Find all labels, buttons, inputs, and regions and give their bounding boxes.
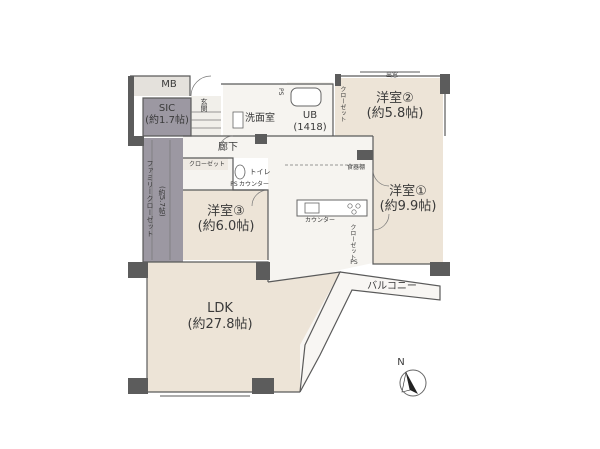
- mb-label: MB: [161, 79, 177, 90]
- closet-right-label: クローゼット: [348, 224, 356, 260]
- yoshitsu3-fill: [183, 190, 268, 260]
- ldk-name: LDK: [207, 301, 233, 316]
- compass-north-label: N: [397, 357, 405, 368]
- yoshitsu1-area: (約9.9帖): [379, 199, 437, 214]
- family-closet-fill: [143, 138, 183, 278]
- balcony-label: バルコニー: [367, 281, 417, 292]
- counter-small-label: カウンター: [238, 181, 269, 188]
- washbasin: [232, 111, 244, 129]
- closet-upper-label: クローゼット: [338, 86, 346, 122]
- compass: [399, 369, 427, 397]
- yoshitsu1-fill: [373, 136, 443, 264]
- closet-mid-fill: [183, 158, 228, 170]
- kitchen-counter: [296, 199, 368, 217]
- ub-name: UB: [302, 110, 318, 121]
- yoshitsu2-fill: [335, 78, 443, 136]
- mado-label: 出窓: [385, 72, 398, 79]
- family-closet-area: (約5.7帖): [158, 186, 167, 217]
- family-closet-name: ファミリークローゼット: [146, 160, 155, 237]
- genkan-label: 玄関: [200, 98, 209, 112]
- window-marks: [160, 71, 420, 397]
- columns: [128, 74, 450, 394]
- ldk-area: (約27.8帖): [187, 317, 253, 332]
- roka-label: 廊下: [218, 142, 238, 153]
- toilet-label: トイレ: [249, 168, 271, 176]
- balcony-fill: [300, 272, 440, 392]
- ldk-fill: [147, 262, 340, 392]
- shokki-label: 食器棚: [346, 164, 365, 171]
- mb-fill: [130, 76, 190, 96]
- roka-fill: [183, 136, 373, 158]
- yoshitsu3-area: (約6.0帖): [197, 219, 255, 234]
- genkan-fill: [191, 96, 221, 136]
- sic-area: (約1.7帖): [145, 115, 189, 126]
- sic-name: SIC: [158, 103, 176, 114]
- closet-mid-label: クローゼット: [188, 161, 225, 168]
- compass-needle: [406, 372, 418, 394]
- yoshitsu1-name: 洋室①: [389, 184, 427, 199]
- shelving-lines: [151, 111, 355, 260]
- toilet-bowl: [234, 164, 246, 180]
- yoshitsu2-name: 洋室②: [376, 91, 414, 106]
- ps-upper-label: PS: [276, 88, 284, 96]
- bathtub: [290, 87, 322, 107]
- kitchen-fill: [268, 158, 373, 284]
- counter-kitchen-label: カウンター: [304, 217, 335, 224]
- ps-lower-label: PS: [350, 259, 358, 266]
- compass-ring: [399, 369, 427, 397]
- ps-counter-label: PS: [230, 181, 238, 188]
- yoshitsu3-name: 洋室③: [207, 204, 245, 219]
- senmenjo-label: 洗面室: [245, 113, 275, 124]
- ub-size: (1418): [293, 122, 327, 133]
- sic-fill: [143, 98, 191, 136]
- doors: [190, 75, 390, 231]
- room-fills: [130, 76, 443, 392]
- yoshitsu2-area: (約5.8帖): [366, 106, 424, 121]
